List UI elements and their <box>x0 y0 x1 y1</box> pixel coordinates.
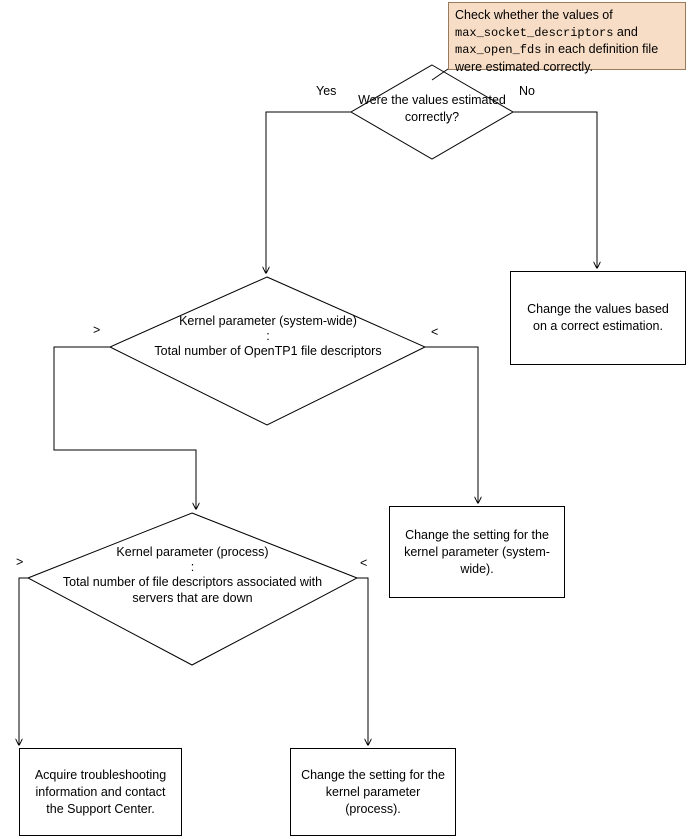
callout-annotation: Check whether the values of max_socket_d… <box>448 2 686 74</box>
decision-process-line-1: Kernel parameter (process) <box>116 545 269 559</box>
callout-line-3-tail: in each definition file <box>541 42 659 56</box>
branch-label-no: No <box>519 84 535 98</box>
branch-label-yes: Yes <box>316 84 337 98</box>
branch-label-system-wide-less: < <box>431 325 439 339</box>
callout-line-2-tail: and <box>613 24 638 39</box>
decision-system-wide-line-2: Total number of OpenTP1 file descriptors <box>154 343 382 358</box>
callout-code-max-open-fds: max_open_fds <box>455 43 542 57</box>
callout-line-1: Check whether the values of <box>455 8 613 22</box>
decision-system-wide-line-1: Kernel parameter (system-wide) <box>179 314 357 328</box>
callout-pointer <box>431 68 449 81</box>
decision-process-label: Kernel parameter (process) : Total numbe… <box>55 544 330 607</box>
edge-yes <box>266 111 351 273</box>
branch-label-system-wide-greater: > <box>93 323 101 337</box>
branch-label-process-greater: > <box>16 555 24 569</box>
action-change-values-box: Change the values based on a correct est… <box>510 271 686 365</box>
decision-system-wide-colon: : <box>266 328 270 343</box>
action-change-kernel-process-box: Change the setting for the kernel parame… <box>290 748 456 836</box>
edge-process-less <box>357 577 368 745</box>
callout-code-max-socket-descriptors: max_socket_descriptors <box>455 25 614 40</box>
branch-label-process-less: < <box>360 556 368 570</box>
decision-system-wide-label: Kernel parameter (system-wide) : Total n… <box>140 313 396 359</box>
decision-process-line-2: Total number of file descriptors associa… <box>62 574 323 606</box>
decision-process-colon: : <box>190 559 195 574</box>
decision-estimated-label: Were the values estimated correctly? <box>358 93 506 124</box>
callout-line-4: were estimated correctly. <box>455 59 594 74</box>
edge-no <box>513 111 597 268</box>
edge-process-greater <box>19 577 28 745</box>
edge-system-wide-less <box>425 346 478 503</box>
action-support-center-box: Acquire troubleshooting information and … <box>19 748 182 836</box>
edge-system-wide-greater <box>53 346 196 509</box>
action-change-kernel-system-wide-box: Change the setting for the kernel parame… <box>389 506 565 598</box>
